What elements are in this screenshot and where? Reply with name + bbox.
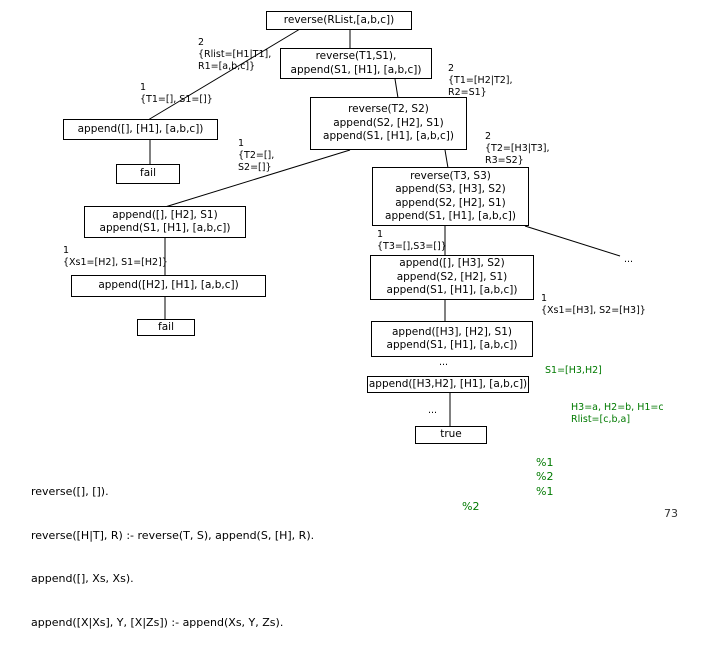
edge-n3-n4 xyxy=(444,149,449,169)
label-final-bindings: H3=a, H2=b, H1=c Rlist=[c,b,a] xyxy=(571,402,664,425)
label-append-h3h2-ellipsis: ... xyxy=(428,405,438,416)
node-root-goal: reverse(RList,[a,b,c]) xyxy=(266,11,412,30)
program-line-4: append([X|Xs], Y, [X|Zs]) :- append(Xs, … xyxy=(31,615,284,629)
label-root-clause-1: 1 {T1=[], S1=[]} xyxy=(140,82,213,105)
program-line-2: reverse([H|T], R) :- reverse(T, S), appe… xyxy=(31,528,315,542)
derivation-tree-edges xyxy=(147,28,621,427)
clause-tag-4: %2 xyxy=(462,500,480,513)
node-reverse-t2-s2: reverse(T2, S2) append(S2, [H2], S1) app… xyxy=(310,97,467,150)
clause-tag-3: %1 xyxy=(536,485,554,498)
label-s1-binding: S1=[H3,H2] xyxy=(545,365,602,376)
node-reverse-t1-s1: reverse(T1,S1), append(S1, [H1], [a,b,c]… xyxy=(280,48,432,79)
label-n4-clause-1: 1 {T3=[],S3=[]} xyxy=(377,229,447,252)
label-n4-ellipsis: ... xyxy=(624,254,634,265)
node-append-h2-h1: append([H2], [H1], [a,b,c]) xyxy=(71,275,266,297)
program-line-3: append([], Xs, Xs). xyxy=(31,572,134,585)
node-append-empty-h2: append([], [H2], S1) append(S1, [H1], [a… xyxy=(84,206,246,238)
edge-root-append-empty-1 xyxy=(147,28,301,121)
node-append-empty-h1: append([], [H1], [a,b,c]) xyxy=(63,119,218,140)
label-n3-clause-2: 2 {T2=[H3|T3], R3=S2} xyxy=(485,131,550,166)
node-reverse-t3-s3: reverse(T3, S3) append(S3, [H3], S2) app… xyxy=(372,167,529,226)
label-append-empty-3-clause-1: 1 {Xs1=[H3], S2=[H3]} xyxy=(541,293,646,316)
program-listing: reverse([], []). reverse([H|T], R) :- re… xyxy=(31,456,314,645)
clause-tag-1: %1 xyxy=(536,456,554,469)
edge-n3-append-empty-2 xyxy=(164,149,351,208)
edge-n4-dots xyxy=(524,225,621,257)
node-append-h3-h2: append([H3], [H2], S1) append(S1, [H1], … xyxy=(371,321,533,357)
label-append-empty-2-clause-1: 1 {Xs1=[H2], S1=[H2]} xyxy=(63,245,168,268)
label-n3-clause-1: 1 {T2=[], S2=[]} xyxy=(238,138,275,173)
edge-n2-n3 xyxy=(394,78,399,99)
node-fail-2: fail xyxy=(137,319,195,336)
program-line-1: reverse([], []). xyxy=(31,485,109,498)
label-append-h3-ellipsis: ... xyxy=(439,357,449,368)
node-append-h3h2-h1: append([H3,H2], [H1], [a,b,c]) xyxy=(367,376,529,393)
node-fail-1: fail xyxy=(116,164,180,184)
page-number: 73 xyxy=(664,507,678,520)
label-n2-clause-2: 2 {T1=[H2|T2], R2=S1} xyxy=(448,63,513,98)
label-root-clause-2: 2 {Rlist=[H1|T1], R1=[a,b,c]} xyxy=(198,37,272,72)
clause-tag-2: %2 xyxy=(536,470,554,483)
node-append-empty-h3: append([], [H3], S2) append(S2, [H2], S1… xyxy=(370,255,534,300)
node-true: true xyxy=(415,426,487,444)
